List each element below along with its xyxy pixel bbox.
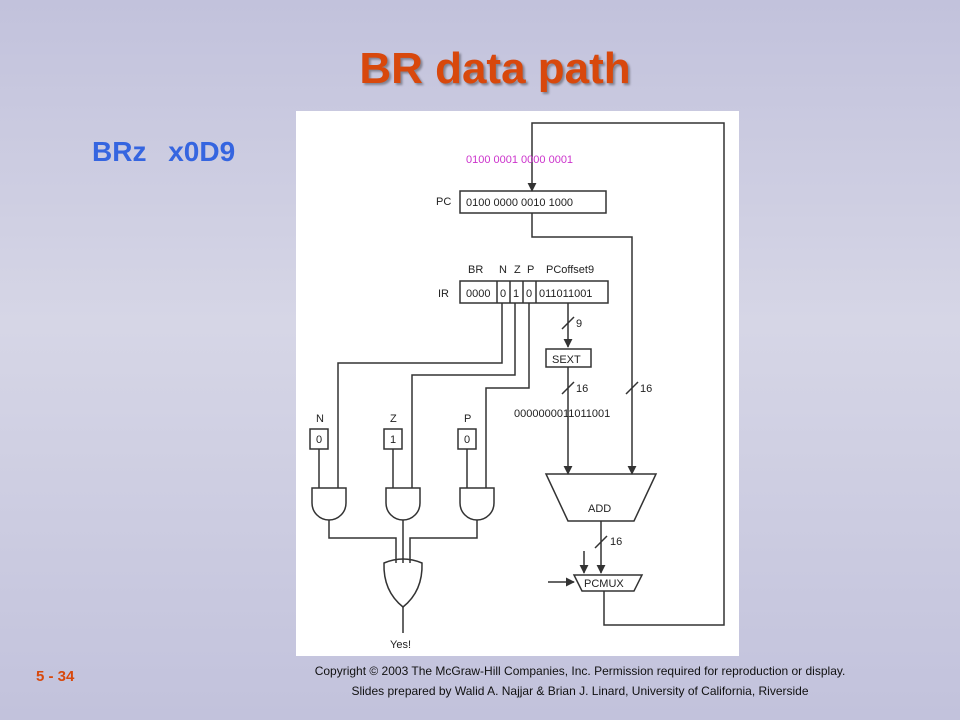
- bus-slash-add: [594, 535, 608, 549]
- ir-label-p: P: [527, 264, 534, 276]
- cc-p-label: P: [464, 413, 471, 425]
- bus-slash-9: [561, 316, 575, 330]
- bus-slash-pc: [625, 381, 639, 395]
- ir-p-wire: [485, 303, 530, 488]
- ir-p-bit: 0: [526, 288, 532, 300]
- sext-output: 0000000011011001: [514, 408, 610, 420]
- br-datapath-diagram: 0100 0001 0000 0001 PC 0100 0000 0010 10…: [296, 111, 739, 656]
- copyright-notice: Copyright © 2003 The McGraw-Hill Compani…: [314, 664, 846, 678]
- ir-label: IR: [438, 288, 449, 300]
- ir-z-wire: [411, 303, 516, 488]
- bus-width-sext: 16: [576, 383, 588, 395]
- add-label: ADD: [588, 503, 611, 515]
- cc-n-label: N: [316, 413, 324, 425]
- ir-label-z: Z: [514, 264, 521, 276]
- pc-label: PC: [436, 196, 451, 208]
- and-n-to-or-wire: [328, 520, 397, 563]
- ir-label-br: BR: [468, 264, 483, 276]
- bus-slash-sext: [561, 381, 575, 395]
- and-p-to-or-wire: [409, 520, 478, 563]
- ir-opcode: 0000: [466, 288, 490, 300]
- ir-label-offset: PCoffset9: [546, 264, 594, 276]
- ir-offset: 011011001: [539, 288, 592, 300]
- credits-line: Slides prepared by Walid A. Najjar & Bri…: [351, 684, 809, 698]
- and-gate-z: [385, 487, 421, 521]
- cc-n-value: 0: [316, 434, 322, 446]
- yes-label: Yes!: [390, 639, 411, 651]
- pc-feedback-wire: [527, 122, 725, 626]
- ir-z-bit: 1: [513, 288, 519, 300]
- bus-width-add: 16: [610, 536, 622, 548]
- add-unit: [544, 473, 658, 522]
- instruction-label: BRz x0D9: [92, 136, 236, 167]
- cc-z-label: Z: [390, 413, 397, 425]
- and-gate-n: [311, 487, 347, 521]
- ir-label-n: N: [499, 264, 507, 276]
- ir-register: [459, 280, 609, 304]
- cc-z-value: 1: [390, 434, 396, 446]
- pcmux-label: PCMUX: [584, 578, 624, 590]
- or-gate: [383, 558, 423, 608]
- pc-value: 0100 0000 0010 1000: [466, 197, 573, 209]
- pcmux: [572, 574, 644, 592]
- slide-number: 5 - 34: [36, 668, 75, 685]
- slide-title: BR data path: [359, 44, 631, 93]
- bus-width-pc: 16: [640, 383, 652, 395]
- bus-width-9: 9: [576, 318, 582, 330]
- and-gate-p: [459, 487, 495, 521]
- sext-label: SEXT: [552, 354, 581, 366]
- ir-n-bit: 0: [500, 288, 506, 300]
- pc-register: [459, 190, 607, 214]
- cc-p-value: 0: [464, 434, 470, 446]
- ir-n-wire: [337, 303, 503, 488]
- pc-new-value: 0100 0001 0000 0001: [466, 154, 573, 166]
- pc-to-add-wire: [531, 213, 637, 475]
